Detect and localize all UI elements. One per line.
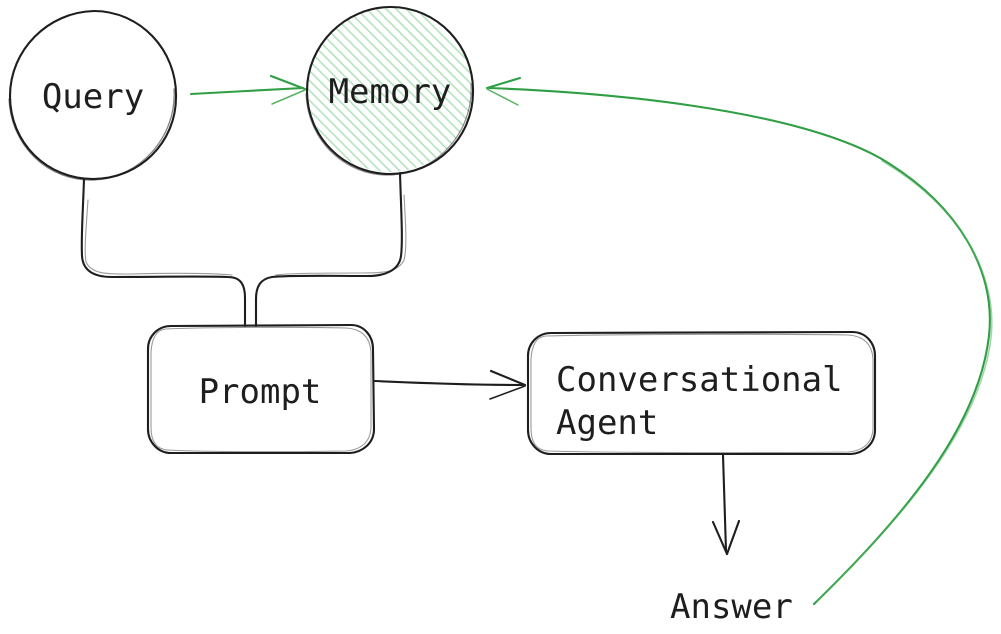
edge-agent-to-answer: [711, 453, 741, 556]
agent-answer-line: [721, 453, 728, 553]
edge-prompt-to-agent: [373, 369, 527, 400]
memory-circle-sketch-overstroke: [305, 83, 472, 176]
edge-memory-to-prompt: [254, 171, 407, 328]
prompt-box-outline: [146, 323, 376, 455]
prompt-agent-arrowhead-bottom: [489, 385, 526, 400]
memory-hatch-fill: [308, 8, 472, 172]
node-answer[interactable]: Answer: [670, 587, 793, 627]
prompt-label: Prompt: [199, 372, 322, 412]
prompt-box-overstroke: [150, 326, 372, 453]
edge-query-to-prompt: [80, 177, 247, 328]
node-agent[interactable]: Conversational Agent: [526, 330, 877, 456]
agent-label-line1: Conversational: [556, 360, 843, 400]
query-circle-sketch-overstroke: [8, 88, 175, 181]
query-memory-line: [189, 86, 305, 96]
query-prompt-elbow-overstroke: [84, 199, 233, 276]
node-prompt[interactable]: Prompt: [146, 323, 376, 455]
edge-query-to-memory: [189, 74, 307, 105]
edge-answer-to-memory: [485, 76, 993, 606]
answer-memory-curve: [487, 86, 991, 606]
memory-prompt-elbow: [254, 171, 403, 328]
query-label: Query: [42, 77, 144, 117]
agent-label-line2: Agent: [556, 403, 658, 443]
answer-memory-arrowhead-top: [485, 76, 522, 90]
query-memory-arrowhead-top: [269, 74, 307, 91]
answer-memory-curve-overstroke: [816, 160, 993, 602]
agent-answer-arrowhead-left: [711, 520, 729, 556]
query-memory-arrowhead-bottom: [271, 89, 306, 105]
answer-label: Answer: [670, 587, 793, 627]
agent-answer-arrowhead-right: [725, 519, 741, 556]
agent-box-overstroke: [530, 333, 874, 454]
prompt-agent-line: [373, 379, 525, 387]
node-memory[interactable]: Memory: [305, 5, 477, 177]
query-prompt-elbow: [80, 177, 247, 328]
prompt-agent-arrowhead-top: [489, 369, 527, 387]
memory-label: Memory: [329, 72, 452, 112]
memory-prompt-elbow-overstroke: [275, 194, 407, 276]
node-query[interactable]: Query: [8, 9, 178, 181]
agent-box-outline: [526, 330, 877, 456]
answer-memory-arrowhead-bottom: [486, 88, 519, 106]
